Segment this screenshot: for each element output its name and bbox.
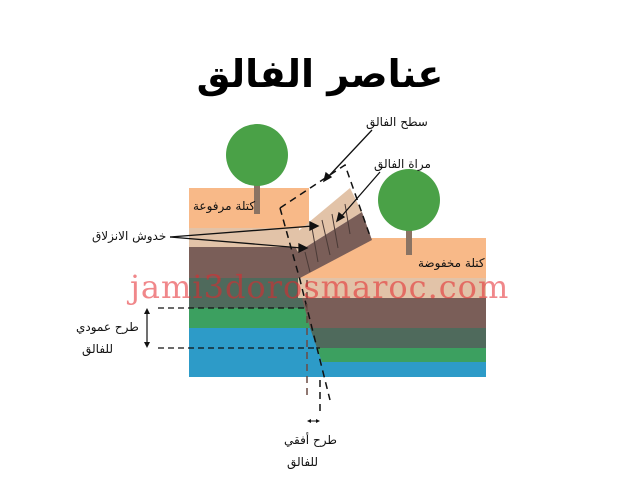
- label-fault-mirror: مراة الفالق: [374, 157, 431, 171]
- fault-plane-outline: [279, 163, 371, 401]
- label-slickensides: خدوش الانزلاق: [92, 229, 167, 243]
- label-downthrown-block: كتلة مخفوضة: [418, 256, 485, 270]
- watermark: jami3dorosmaroc.com: [130, 268, 510, 306]
- fault-mirror-surface: [290, 188, 372, 278]
- label-vertical-throw: طرح عمودي: [76, 320, 139, 334]
- vertical-throw-arrow: [144, 308, 150, 348]
- tree-icon: [378, 169, 440, 255]
- label-uplifted-block: كتلة مرفوعة: [193, 199, 256, 213]
- label-arrows: [169, 129, 381, 254]
- uplifted-block: [189, 188, 330, 377]
- horizontal-throw-arrow: [307, 419, 320, 423]
- label-horizontal-throw-2: للفالق: [287, 455, 319, 469]
- page-title: عناصر الفالق: [196, 52, 444, 96]
- label-horizontal-throw: طرح أفقي: [284, 433, 337, 447]
- label-vertical-throw-2: للفالق: [82, 342, 114, 356]
- downthrown-block: [298, 238, 486, 377]
- label-fault-plane: سطح الفالق: [366, 115, 428, 129]
- tree-icon: [226, 124, 288, 214]
